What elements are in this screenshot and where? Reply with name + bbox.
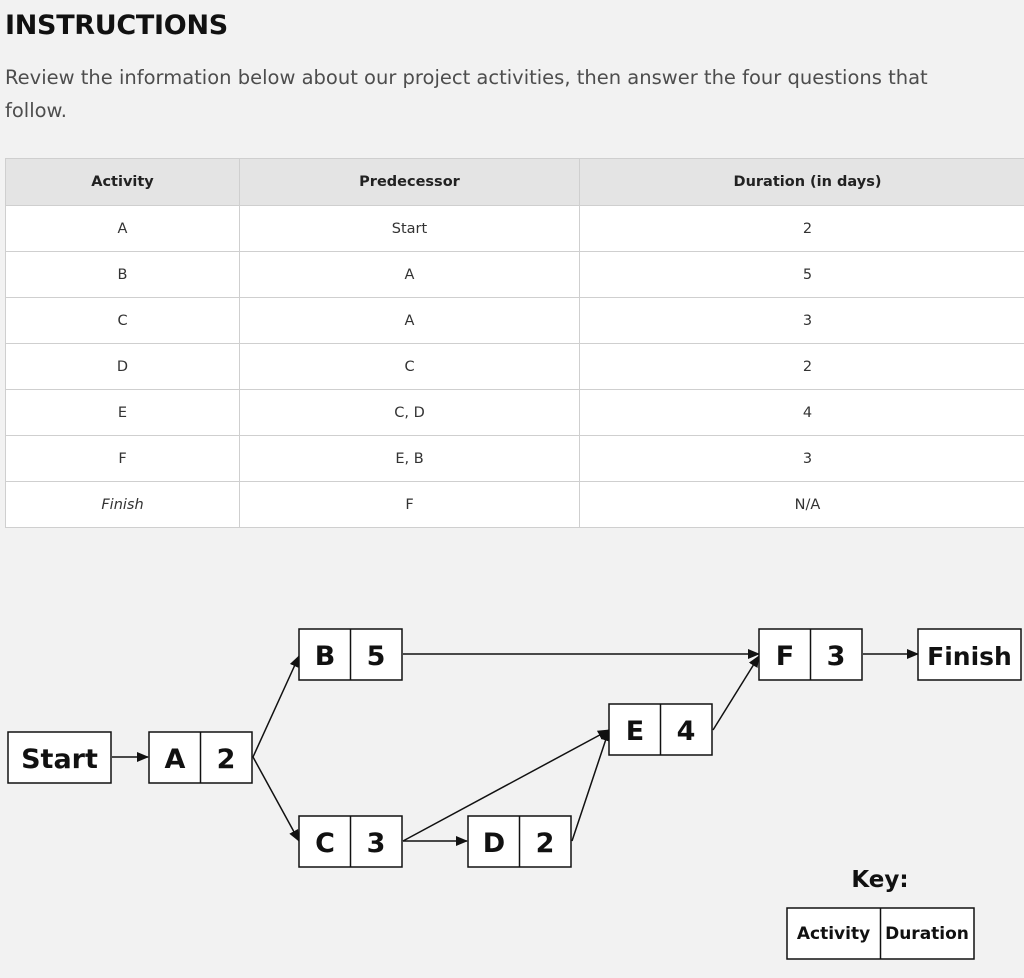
table-row: F E, B 3 (5, 435, 1024, 482)
activity-cell: F (5, 435, 240, 482)
table-row: E C, D 4 (5, 389, 1024, 436)
activity-network-diagram: Start A 2 B 5 C 3 D 2 E 4 F 3 Finish Key… (7, 628, 1022, 960)
activity-cell: C (5, 297, 240, 344)
predecessor-cell: E, B (239, 435, 580, 482)
activity-cell: D (5, 343, 240, 390)
activity-cell: Finish (5, 481, 240, 528)
arrow-d-to-e (571, 729, 611, 842)
node-a-duration: 2 (217, 744, 236, 775)
activity-cell: E (5, 389, 240, 436)
duration-cell: 3 (579, 297, 1024, 344)
node-a-activity: A (165, 744, 186, 775)
duration-cell: N/A (579, 481, 1024, 528)
predecessor-cell: A (239, 251, 580, 298)
column-header-duration: Duration (in days) (579, 158, 1024, 206)
node-b-duration: 5 (367, 641, 386, 672)
predecessor-cell: C, D (239, 389, 580, 436)
key-activity-label: Activity (797, 924, 870, 944)
duration-cell: 4 (579, 389, 1024, 436)
arrow-e-to-f (712, 655, 760, 731)
table-row: B A 5 (5, 251, 1024, 298)
duration-cell: 5 (579, 251, 1024, 298)
table-row: D C 2 (5, 343, 1024, 390)
key-duration-label: Duration (885, 924, 969, 944)
key-title: Key: (851, 867, 908, 893)
column-header-activity: Activity (5, 158, 240, 206)
node-b-activity: B (315, 641, 336, 672)
node-e-activity: E (626, 716, 644, 747)
table-row: C A 3 (5, 297, 1024, 344)
predecessor-cell: A (239, 297, 580, 344)
node-e-duration: 4 (677, 716, 696, 747)
node-c-duration: 3 (367, 828, 386, 859)
arrow-c-to-e (402, 729, 610, 842)
node-d-activity: D (483, 828, 505, 859)
page-title: INSTRUCTIONS (5, 10, 228, 41)
node-c-activity: C (315, 828, 335, 859)
node-d-duration: 2 (536, 828, 555, 859)
instructions-text: Review the information below about our p… (5, 66, 928, 122)
start-node (7, 731, 112, 784)
finish-node (917, 628, 1022, 681)
table-header-row: Activity Predecessor Duration (in days) (5, 158, 1024, 206)
finish-label: Finish (927, 642, 1012, 671)
node-f-activity: F (776, 641, 794, 672)
start-label: Start (21, 744, 98, 775)
column-header-predecessor: Predecessor (239, 158, 580, 206)
predecessor-cell: F (239, 481, 580, 528)
activity-table: Activity Predecessor Duration (in days) … (5, 158, 1024, 528)
predecessor-cell: C (239, 343, 580, 390)
predecessor-cell: Start (239, 205, 580, 252)
node-f-duration: 3 (827, 641, 846, 672)
table-row: A Start 2 (5, 205, 1024, 252)
duration-cell: 2 (579, 343, 1024, 390)
arrow-a-to-b (252, 655, 300, 758)
table-row: Finish F N/A (5, 481, 1024, 528)
arrow-a-to-c (252, 756, 300, 842)
duration-cell: 3 (579, 435, 1024, 482)
activity-cell: A (5, 205, 240, 252)
activity-cell: B (5, 251, 240, 298)
duration-cell: 2 (579, 205, 1024, 252)
